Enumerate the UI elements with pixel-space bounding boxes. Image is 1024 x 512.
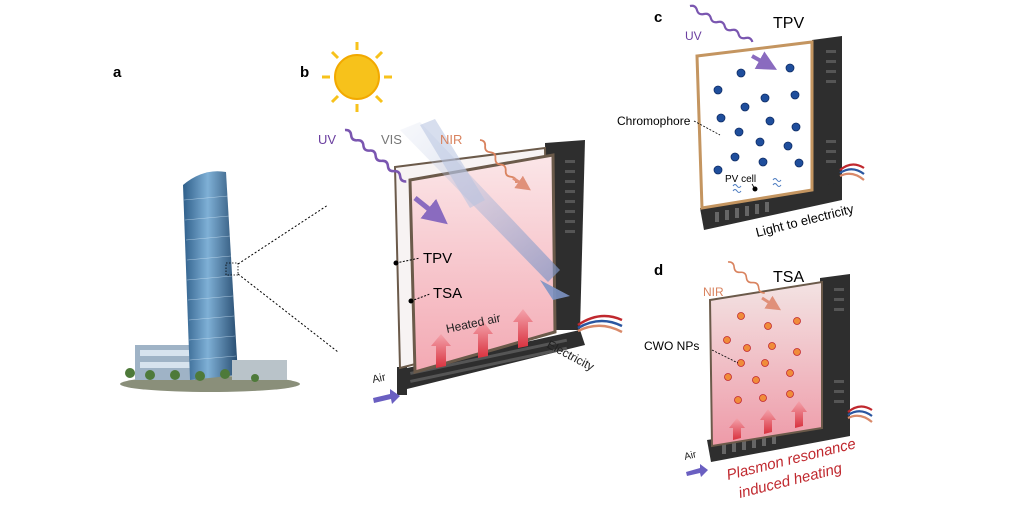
panel-d-nir: NIR	[703, 285, 724, 299]
panel-a-letter: a	[113, 64, 122, 81]
label-chromophore: Chromophore	[617, 114, 691, 128]
heated-air-arrows	[431, 309, 533, 368]
label-tsa: TSA	[433, 285, 462, 302]
label-uv: UV	[318, 132, 336, 147]
label-pv-cell: PV cell	[725, 174, 756, 185]
panel-d-letter: d	[654, 262, 663, 279]
zoom-line-bottom	[237, 273, 339, 353]
label-vis: VIS	[381, 132, 402, 147]
zoom-line-top	[237, 204, 329, 265]
building-illustration	[120, 171, 300, 392]
nir-wave	[479, 139, 517, 183]
cwo-nanoparticles	[723, 312, 801, 404]
cables	[577, 314, 623, 334]
panel-d: d TSA NIR CW	[644, 261, 873, 502]
panel-c-uv: UV	[685, 29, 702, 43]
zoom-box	[225, 262, 239, 276]
label-cwo-nps: CWO NPs	[644, 339, 699, 353]
air-inlet-arrow	[373, 389, 400, 404]
panel-d-air: Air	[683, 449, 698, 463]
tsa-heat-arrows	[729, 401, 807, 440]
tpv-glass	[695, 40, 814, 210]
uv-wave	[344, 128, 407, 183]
panel-d-title: TSA	[773, 269, 804, 286]
panel-a: a	[113, 64, 339, 392]
panel-d-air-arrow	[686, 464, 708, 477]
label-nir: NIR	[440, 132, 462, 147]
panel-c-title: TPV	[773, 15, 804, 32]
chromophore-dots	[713, 63, 804, 175]
panel-c-letter: c	[654, 9, 662, 26]
sun-icon	[322, 42, 392, 112]
label-tpv: TPV	[423, 250, 452, 267]
panel-c: c TPV UV	[617, 4, 865, 240]
label-air: Air	[371, 371, 387, 386]
panel-b: b	[300, 42, 623, 404]
tower	[183, 171, 238, 380]
panel-b-letter: b	[300, 64, 309, 81]
